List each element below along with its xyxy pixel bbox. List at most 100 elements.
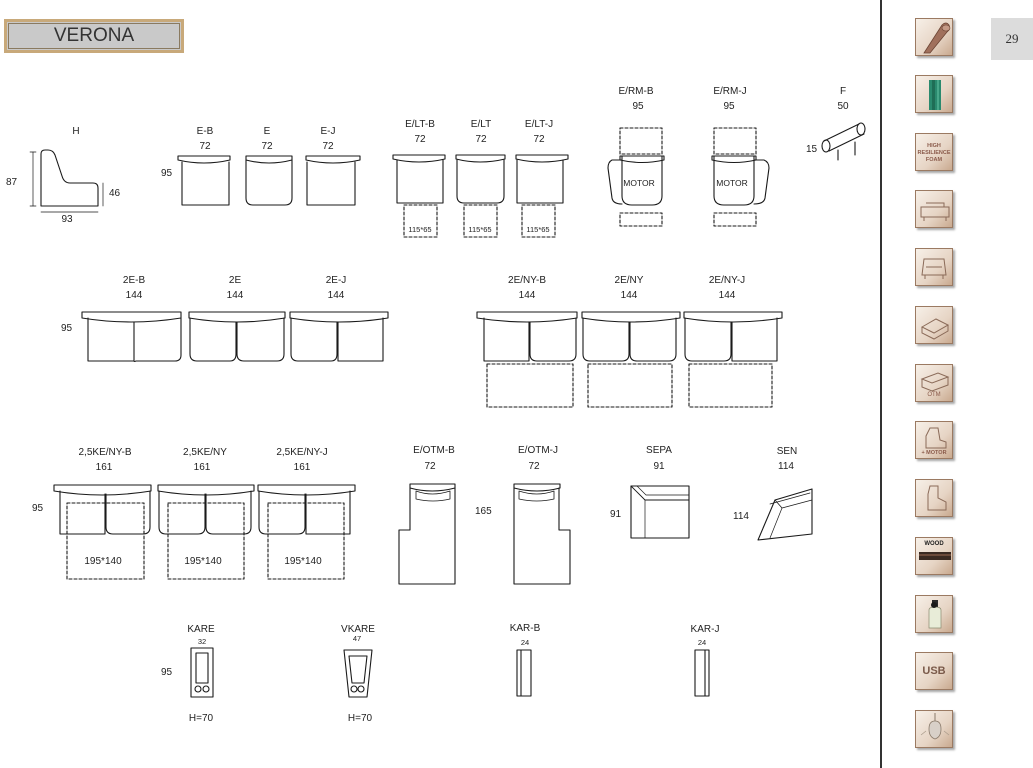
motor-label: MOTOR: [623, 178, 655, 188]
wood-icon: WOOD: [915, 537, 953, 575]
bed-size: 195*140: [284, 556, 322, 567]
page-divider: [880, 0, 882, 768]
module-drawings: [29, 122, 866, 698]
drawing-2e: [188, 311, 286, 362]
module-code: E: [263, 126, 271, 137]
dim-depth: 95: [32, 503, 44, 514]
box-size: 115*65: [408, 225, 432, 234]
module-code: E/LT-J: [524, 119, 554, 130]
module-width: 144: [620, 290, 638, 301]
drawing-kare: [190, 647, 214, 698]
module-code: E/LT-B: [405, 119, 435, 130]
module-width: 24: [520, 638, 530, 647]
dim-depth: 95: [61, 323, 73, 334]
module-code: 2E: [228, 275, 242, 286]
motor-label: MOTOR: [716, 178, 748, 188]
module-code: E-J: [320, 126, 336, 137]
drawing-f: [821, 122, 866, 161]
module-code: 2E/NY: [614, 275, 644, 286]
dim-seat: 46: [109, 188, 121, 199]
module-code: VKARE: [341, 624, 375, 635]
drawing-e-lt: [455, 154, 506, 238]
sofa-bed-icon: [915, 190, 953, 228]
dim-length: 165: [475, 506, 492, 517]
module-width: 72: [414, 134, 426, 145]
drawing-2e-ny-b: [476, 311, 578, 408]
dim-width: 93: [61, 214, 73, 225]
fabric-roll-icon: [915, 18, 953, 56]
module-code: H: [72, 126, 80, 137]
module-code: 2,5KE/NY: [183, 447, 227, 458]
module-width: 161: [293, 462, 311, 473]
dim-depth: 95: [161, 168, 173, 179]
drawing-vkare: [343, 649, 373, 698]
dim-depth: 95: [161, 667, 173, 678]
box-size: 115*65: [526, 225, 550, 234]
bottle-icon: [915, 595, 953, 633]
drawing-e-lt-b: [392, 154, 446, 238]
module-code: F: [839, 86, 847, 97]
module-width: 72: [199, 141, 211, 152]
usb-icon: USB: [915, 652, 953, 690]
module-code: E/OTM-B: [413, 445, 455, 456]
drawing-kar-b: [516, 649, 532, 697]
module-width: 144: [226, 290, 244, 301]
module-width: 95: [723, 101, 735, 112]
dim-depth: 114: [733, 511, 749, 522]
module-width: 72: [528, 461, 540, 472]
box-size: 115*65: [468, 225, 492, 234]
motor-recliner-icon: + MOTOR: [915, 421, 953, 459]
module-width: 72: [475, 134, 487, 145]
drawing-2e-ny-j: [683, 311, 783, 408]
drawing-e-b: [177, 155, 231, 206]
page-number: 29: [991, 18, 1033, 60]
module-width: 50: [837, 101, 849, 112]
armchair-bed-icon: [915, 248, 953, 286]
module-width: 72: [261, 141, 273, 152]
module-code: 2,5KE/NY-B: [78, 447, 132, 458]
module-width: 91: [653, 461, 665, 472]
module-code: E-B: [196, 126, 214, 137]
drawing-e: [245, 155, 293, 206]
module-height: H=70: [188, 713, 214, 724]
drawing-2e-j: [289, 311, 389, 362]
drawing-sepa: [630, 485, 690, 539]
drawing-e-j: [305, 155, 361, 206]
module-code: 2E-J: [325, 275, 347, 286]
dim-diameter: 15: [806, 144, 818, 155]
dim-height: 87: [6, 177, 18, 188]
high-resilience-foam-icon: HIGH RESILIENCE FOAM: [915, 133, 953, 171]
module-code: 2,5KE/NY-J: [276, 447, 328, 458]
storage-bed-icon: [915, 306, 953, 344]
module-width: 95: [632, 101, 644, 112]
drawing-25ke-ny-j: [257, 484, 356, 580]
fabric-swatch-icon: [915, 75, 953, 113]
module-code: 2E/NY-B: [508, 275, 546, 286]
drawing-e-rm-j: [711, 127, 770, 227]
module-width: 114: [778, 461, 794, 472]
module-code: E/LT: [470, 119, 492, 130]
lamp-icon: [915, 710, 953, 748]
module-code: 2E/NY-J: [708, 275, 746, 286]
module-width: 72: [322, 141, 334, 152]
drawing-e-otm-j: [513, 483, 571, 585]
module-code: 2E-B: [122, 275, 146, 286]
ottoman-icon: OTM: [915, 364, 953, 402]
drawing-25ke-ny-b: [53, 484, 152, 580]
drawing-sen: [757, 488, 813, 541]
collection-title: VERONA: [4, 19, 184, 53]
module-width: 161: [95, 462, 113, 473]
module-code: KARE: [187, 624, 215, 635]
bed-size: 195*140: [84, 556, 122, 567]
module-code: KAR-J: [690, 624, 720, 635]
drawing-e-lt-j: [515, 154, 569, 238]
module-width: 72: [533, 134, 545, 145]
module-width: 144: [718, 290, 736, 301]
module-width: 47: [352, 634, 362, 643]
module-code: SEPA: [646, 445, 672, 456]
module-code: SEN: [776, 446, 798, 457]
dim-depth: 91: [610, 509, 622, 520]
drawing-e-rm-b: [607, 127, 665, 227]
drawing-25ke-ny: [157, 484, 255, 580]
